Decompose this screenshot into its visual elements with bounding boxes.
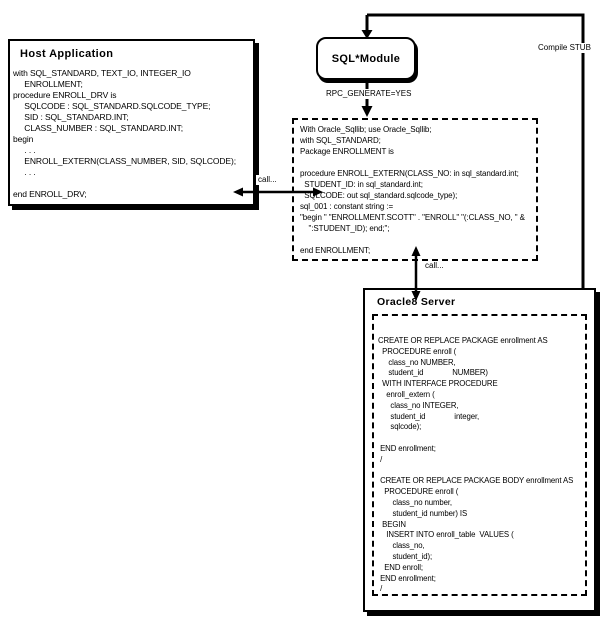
- host-application-code: with SQL_STANDARD, TEXT_IO, INTEGER_IO E…: [13, 68, 236, 199]
- module-spec-box: With Oracle_Sqllib; use Oracle_Sqllib; w…: [292, 118, 538, 261]
- arrowhead-down-into-spec: [361, 106, 373, 117]
- sql-module-box: SQL*Module: [316, 37, 416, 80]
- call-label-module-server: call...: [423, 261, 446, 271]
- oracle-server-code: CREATE OR REPLACE PACKAGE enrollment AS …: [378, 336, 574, 594]
- call-label-host-module: call...: [256, 175, 279, 185]
- sql-module-label: SQL*Module: [331, 52, 401, 65]
- oracle-server-package-box: CREATE OR REPLACE PACKAGE enrollment AS …: [372, 314, 587, 596]
- rpc-generate-label: RPC_GENERATE=YES: [324, 89, 414, 99]
- oracle-server-title: Oracle8 Server: [377, 296, 456, 308]
- module-spec-code: With Oracle_Sqllib; use Oracle_Sqllib; w…: [300, 125, 525, 255]
- host-application-box: Host Application with SQL_STANDARD, TEXT…: [8, 39, 255, 206]
- compile-stub-label: Compile STUB: [536, 43, 593, 53]
- oracle-server-box: Oracle8 Server CREATE OR REPLACE PACKAGE…: [363, 288, 596, 612]
- host-application-title: Host Application: [20, 48, 114, 60]
